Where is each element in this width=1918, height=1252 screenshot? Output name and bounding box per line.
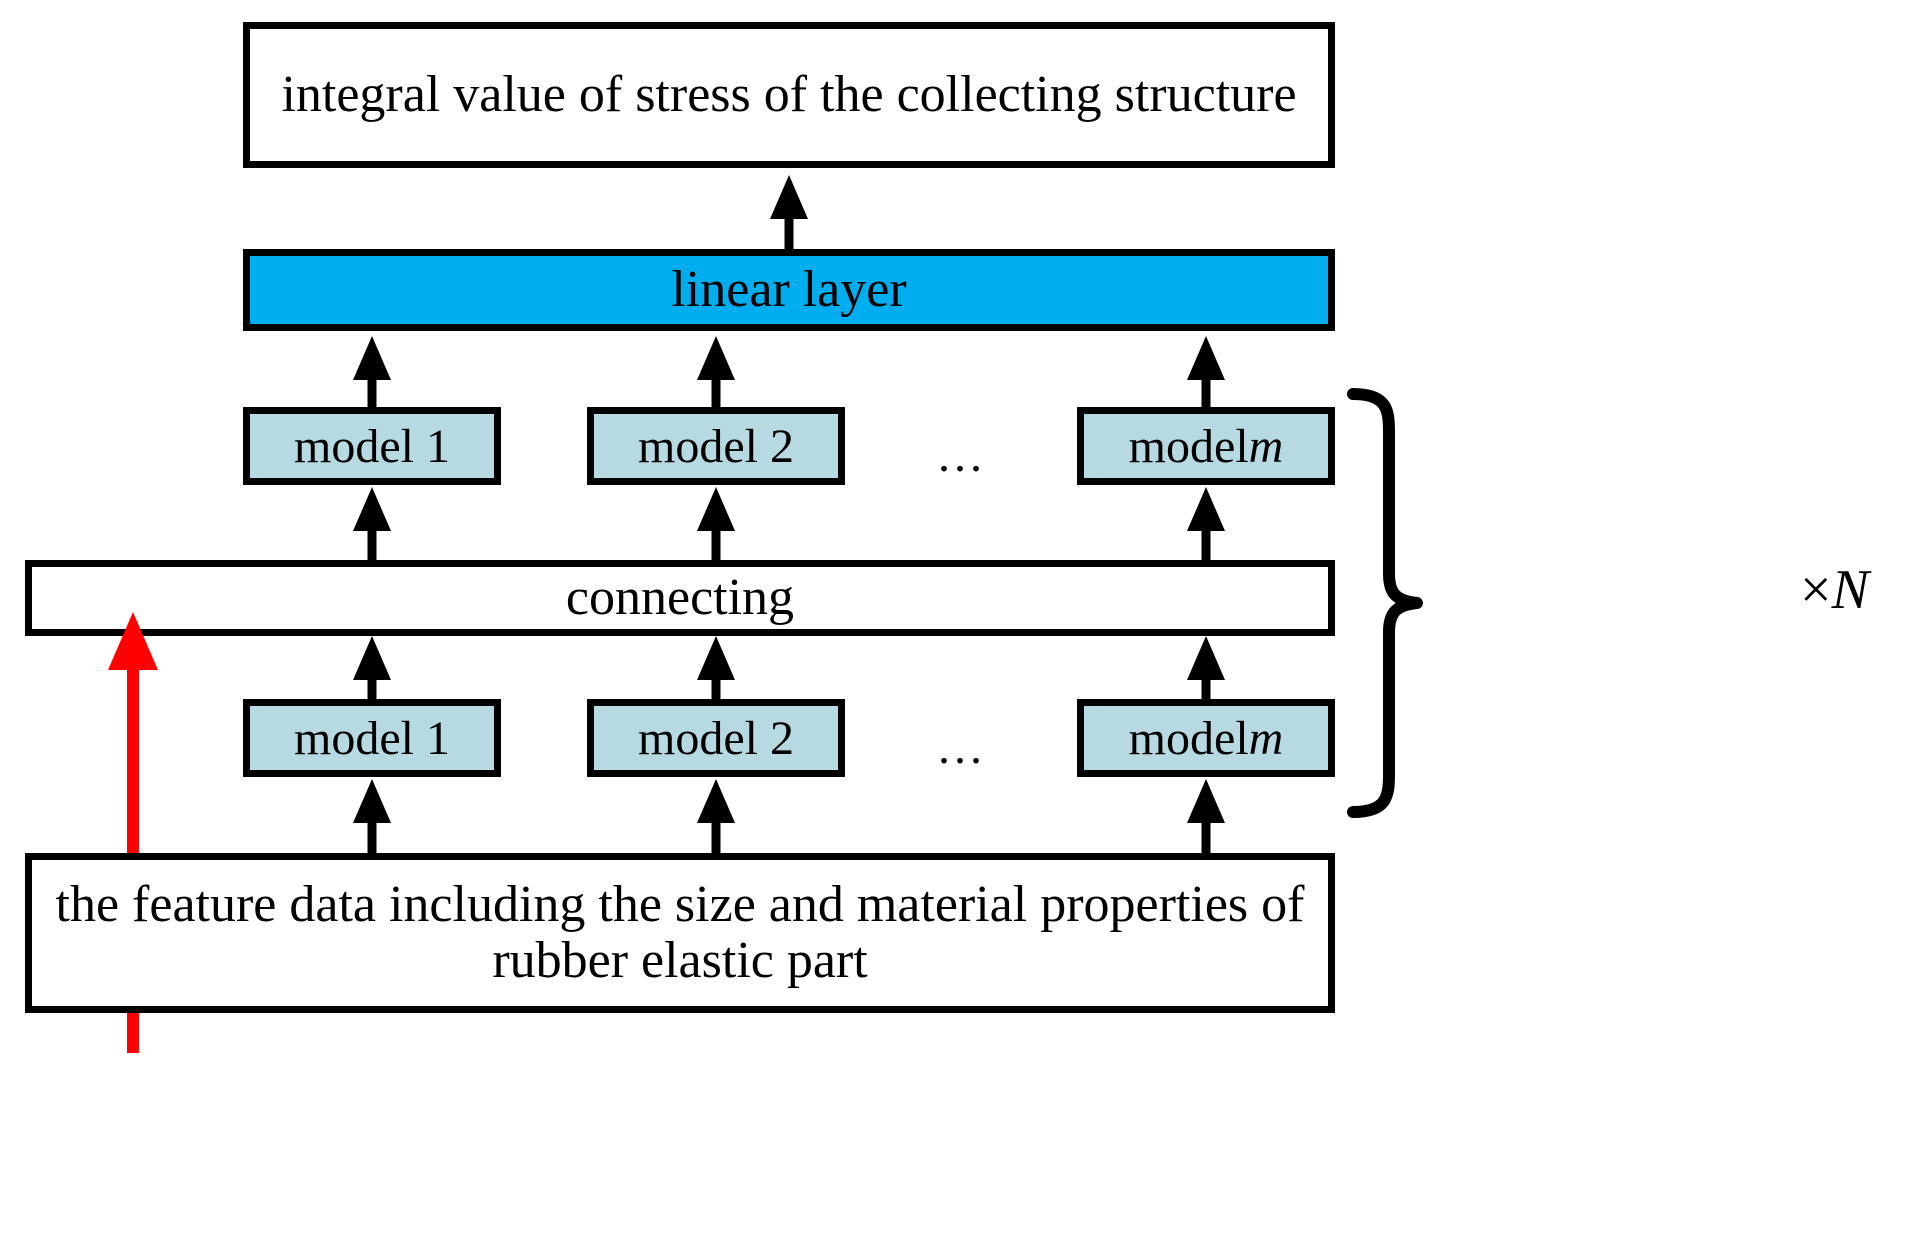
arrow-shaft (711, 817, 721, 853)
ellipsis-lower-row: ... (938, 721, 986, 774)
model-box-lower-1: model 1 (243, 699, 501, 777)
arrow-shaft (1201, 817, 1211, 853)
linear-layer-box: linear layer (243, 249, 1335, 331)
repeat-variable: N (1831, 559, 1869, 621)
model-box-lower-1-label: model 1 (294, 711, 450, 765)
arrow-head (353, 779, 391, 823)
model-box-lower-2-label: model 2 (638, 711, 794, 765)
arrow-head (353, 487, 391, 531)
arrow-shaft (367, 817, 377, 853)
connecting-box: connecting (25, 560, 1335, 636)
arrow-shaft (1201, 374, 1211, 407)
arrow-head (1187, 336, 1225, 380)
linear-layer-label: linear layer (671, 260, 907, 318)
arrow-shaft (1201, 674, 1211, 699)
model-box-upper-m-prefix: model (1128, 419, 1249, 473)
arrow-head (108, 612, 158, 670)
model-box-lower-m: model m (1077, 699, 1335, 777)
model-box-upper-m: model m (1077, 407, 1335, 485)
arrow-head (697, 487, 735, 531)
model-box-upper-1-label: model 1 (294, 419, 450, 473)
arrow-head (1187, 779, 1225, 823)
arrow-head (1187, 636, 1225, 680)
model-box-upper-1: model 1 (243, 407, 501, 485)
arrow-shaft (711, 674, 721, 699)
input-box-label: the feature data including the size and … (55, 875, 1305, 989)
model-box-lower-m-variable: m (1248, 711, 1284, 765)
arrow-head (770, 175, 808, 219)
model-box-upper-2: model 2 (587, 407, 845, 485)
repeat-brace-icon (1347, 388, 1423, 818)
arrow-head (697, 636, 735, 680)
output-box-label: integral value of stress of the collecti… (281, 65, 1297, 123)
model-box-lower-m-prefix: model (1128, 711, 1249, 765)
repeat-count-label: ×N (1800, 558, 1869, 622)
arrow-head (697, 336, 735, 380)
model-box-lower-2: model 2 (587, 699, 845, 777)
arrow-head (1187, 487, 1225, 531)
arrow-head (353, 636, 391, 680)
connecting-box-label: connecting (565, 568, 795, 626)
arrow-shaft (711, 374, 721, 407)
model-box-upper-m-variable: m (1248, 419, 1284, 473)
output-box: integral value of stress of the collecti… (243, 22, 1335, 168)
multiply-symbol: × (1800, 559, 1832, 621)
arrow-shaft (711, 525, 721, 560)
arrow-shaft (1201, 525, 1211, 560)
arrow-head (697, 779, 735, 823)
arrow-head (353, 336, 391, 380)
arrow-shaft (784, 213, 794, 249)
arrow-shaft (367, 674, 377, 699)
arrow-shaft (367, 525, 377, 560)
input-box: the feature data including the size and … (25, 853, 1335, 1013)
model-box-upper-2-label: model 2 (638, 419, 794, 473)
ellipsis-upper-row: ... (938, 429, 986, 482)
arrow-shaft (367, 374, 377, 407)
